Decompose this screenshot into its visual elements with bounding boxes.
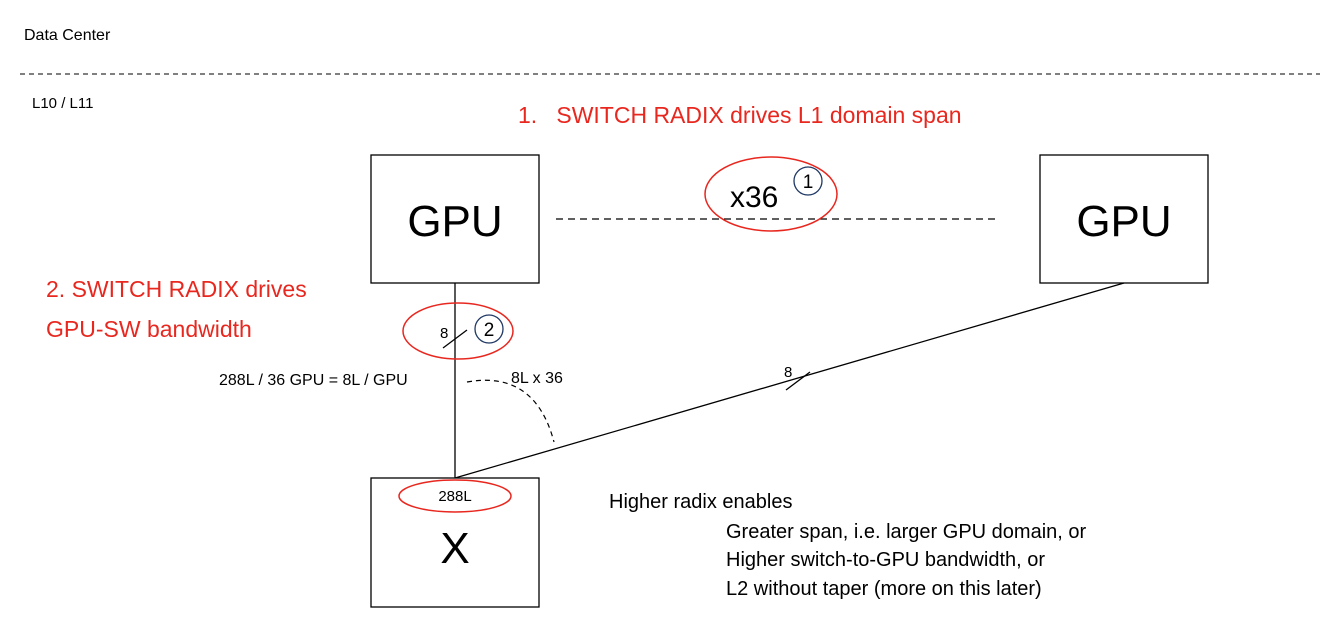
page-title: Data Center — [24, 27, 111, 44]
gpu-right-to-switch-link — [454, 282, 1125, 479]
callout-bandwidth-title-line2: GPU-SW bandwidth — [46, 316, 252, 342]
callout-bandwidth-title-line1: 2. SWITCH RADIX drives — [46, 276, 307, 302]
switch-ports-label: 288L — [438, 488, 471, 505]
fanout-arc — [466, 379, 555, 443]
level-label: L10 / L11 — [32, 95, 93, 112]
bandwidth-formula: 288L / 36 GPU = 8L / GPU — [219, 372, 408, 389]
link-width-slash-right — [785, 371, 811, 391]
step-marker-1-label: 1 — [803, 172, 814, 193]
link-width-right-label: 8 — [784, 364, 792, 381]
switch-node-label: X — [440, 524, 469, 573]
switch-ports-highlight-ellipse — [398, 479, 512, 513]
span-count-label: x36 — [730, 181, 778, 214]
notes-item: Higher switch-to-GPU bandwidth, or — [726, 549, 1045, 571]
step-marker-1 — [793, 166, 823, 196]
step-marker-2 — [474, 314, 504, 344]
notes-heading: Higher radix enables — [609, 491, 792, 513]
switch-node — [370, 477, 540, 608]
callout-span-title: 1. SWITCH RADIX drives L1 domain span — [518, 102, 962, 128]
notes-item: Greater span, i.e. larger GPU domain, or — [726, 521, 1086, 543]
gpu-node-right-label: GPU — [1076, 197, 1171, 246]
step-marker-2-label: 2 — [484, 320, 495, 341]
bandwidth-highlight-ellipse — [402, 302, 514, 360]
gpu-node-left-label: GPU — [407, 197, 502, 246]
notes-item: L2 without taper (more on this later) — [726, 578, 1042, 600]
gpu-node-right — [1039, 154, 1209, 284]
fanout-label: 8L x 36 — [511, 370, 563, 387]
span-highlight-ellipse — [704, 156, 838, 232]
link-width-left-label: 8 — [440, 325, 448, 342]
link-width-slash-left — [442, 329, 468, 349]
